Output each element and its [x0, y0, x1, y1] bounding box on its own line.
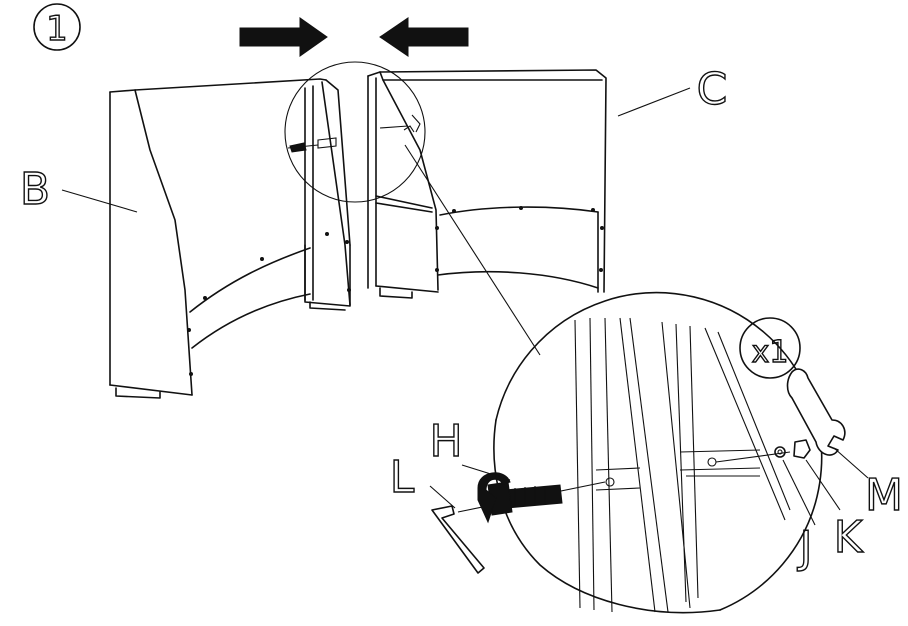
- allen-key-icon: [431, 505, 485, 574]
- quantity-label: x1: [752, 335, 789, 370]
- rotate-arrow-icon: [477, 472, 511, 524]
- panel-c: [367, 69, 607, 299]
- panel-b: [109, 78, 351, 399]
- label-b: B: [20, 164, 50, 215]
- quantity-callout: x1: [739, 317, 801, 379]
- washer-j: [774, 446, 786, 458]
- step-marker: 1: [33, 3, 81, 51]
- part-labels: B C H L J K M: [19, 63, 903, 573]
- label-l: L: [390, 452, 415, 503]
- bolt-h: [487, 481, 563, 516]
- joint-highlight-circle: [284, 61, 541, 356]
- label-c: C: [697, 64, 728, 115]
- push-left-arrow-icon: [379, 17, 469, 57]
- step-number: 1: [46, 9, 68, 49]
- leader-lines: [61, 87, 869, 526]
- label-m: M: [865, 470, 903, 521]
- wrench-icon: [786, 368, 846, 456]
- label-k: K: [834, 512, 864, 563]
- label-h: H: [429, 416, 462, 467]
- push-right-arrow-icon: [239, 17, 328, 57]
- nut-k: [793, 439, 811, 459]
- step-circle: [33, 3, 81, 51]
- zoom-detail-circle: [457, 291, 823, 614]
- label-j: J: [797, 522, 813, 573]
